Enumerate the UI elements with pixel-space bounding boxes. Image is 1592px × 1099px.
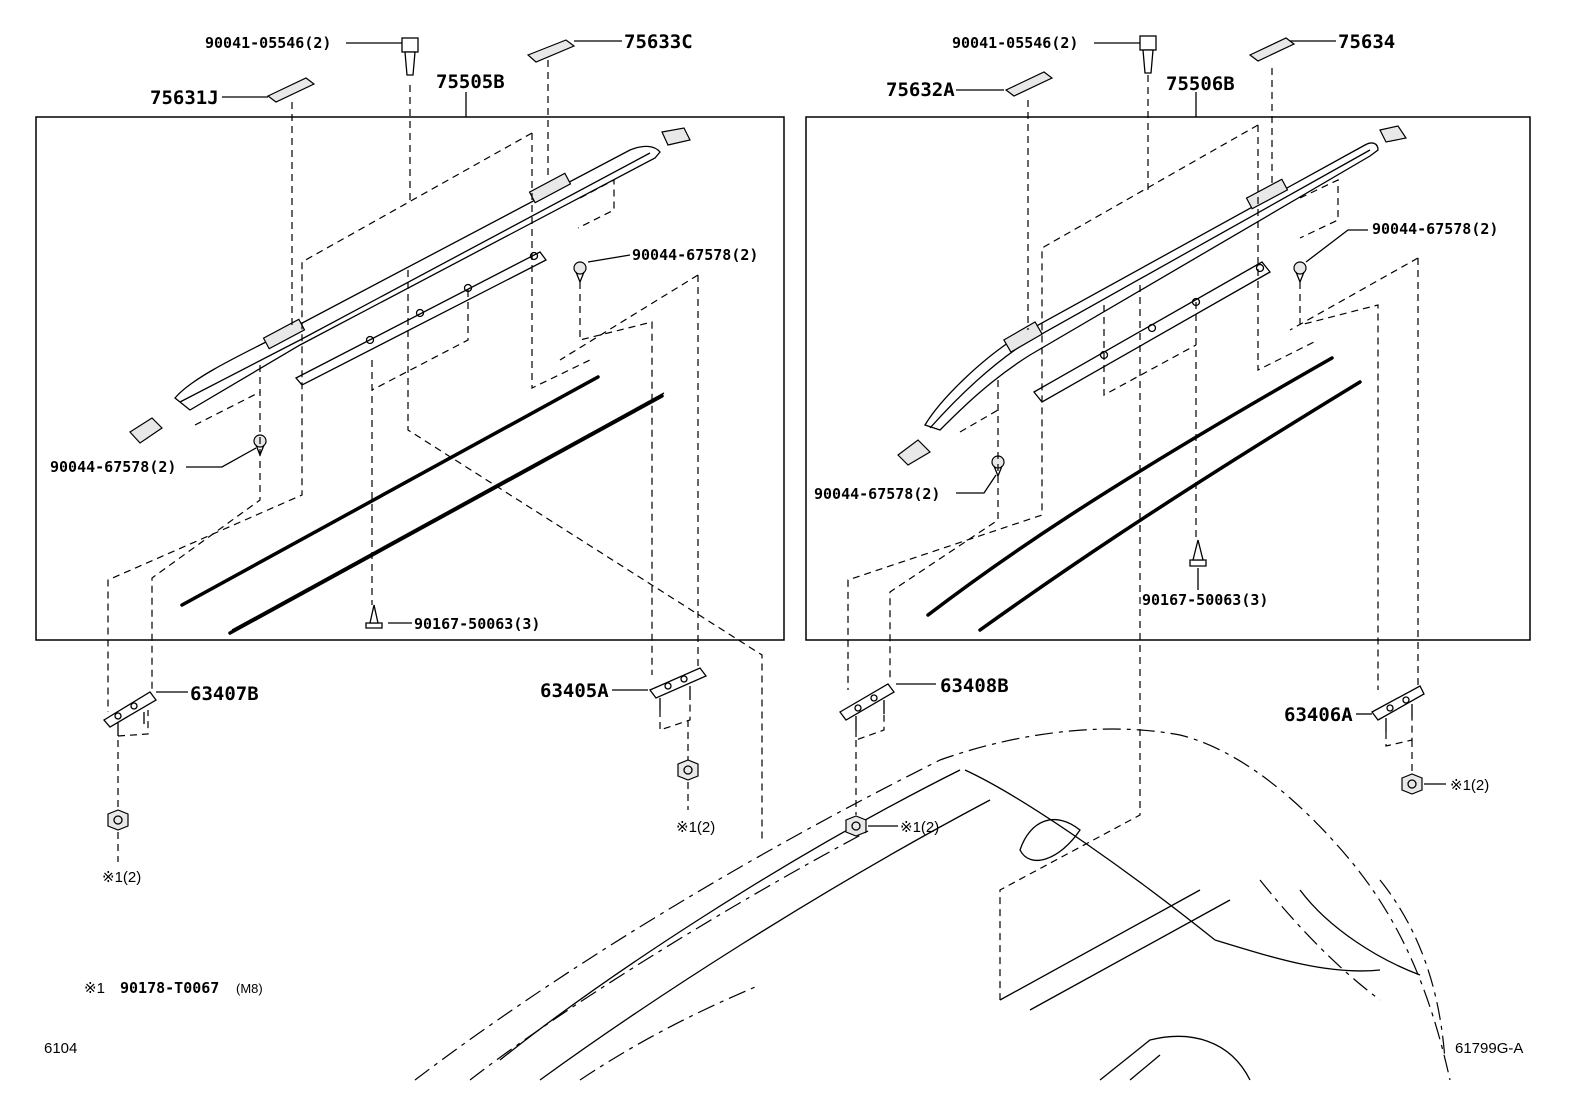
right-screw: [1189, 539, 1207, 567]
label-63408B: 63408B: [940, 675, 1009, 697]
left-rail-cover-front: [266, 77, 316, 103]
label-75633C: 75633C: [624, 31, 693, 53]
right-rail-end-cap-rear: [1379, 125, 1407, 143]
nut-left-front: [107, 809, 129, 862]
left-rail-assembly: [35, 40, 785, 840]
right-bolt: [1139, 35, 1157, 74]
label-75631J: 75631J: [150, 87, 219, 109]
vehicle-roof-outline: [414, 728, 1451, 1081]
right-rail-assembly: [805, 40, 1531, 1000]
label-63406A: 63406A: [1284, 704, 1353, 726]
label-clip-right-lower: 90044-67578(2): [814, 485, 940, 503]
footnote-size: (M8): [236, 981, 263, 996]
label-clip-left-lower: 90044-67578(2): [50, 458, 176, 476]
label-63405A: 63405A: [540, 680, 609, 702]
right-rail-cover-rear: [1248, 37, 1296, 62]
left-clip-upper: [573, 261, 587, 284]
left-rail-end-cap-rear: [661, 127, 691, 146]
label-screw-left: 90167-50063(3): [414, 615, 540, 633]
label-nut-right-front: ※1(2): [900, 819, 939, 836]
bracket-63405A: [612, 667, 708, 760]
footnote-mark: ※1: [84, 980, 105, 997]
diagram-code: 61799G-A: [1455, 1040, 1523, 1057]
right-rail-cover-front: [1004, 71, 1054, 97]
right-roof-rail: [924, 142, 1379, 431]
right-rail-end-cap-front: [897, 439, 931, 466]
left-molding-strip-inner: [228, 394, 664, 635]
right-molding-strip-inner: [978, 380, 1362, 632]
left-rail-base-bracket: [294, 251, 547, 386]
footnote: ※1 90178-T0067 (M8): [84, 979, 263, 997]
nut-right-front: [845, 815, 898, 837]
label-75506B: 75506B: [1166, 73, 1235, 95]
label-nut-left-front: ※1(2): [102, 869, 141, 886]
nut-left-rear: [677, 759, 699, 810]
footnote-part: 90178-T0067: [120, 979, 219, 997]
label-nut-left-rear: ※1(2): [676, 819, 715, 836]
bracket-63406A: [1356, 685, 1425, 775]
bracket-63407B: [103, 691, 188, 812]
label-bolt-right: 90041-05546(2): [952, 34, 1078, 52]
right-assembly-frame: [805, 116, 1531, 641]
label-clip-right-upper: 90044-67578(2): [1372, 220, 1498, 238]
left-bolt: [401, 37, 419, 76]
label-75505B: 75505B: [436, 71, 505, 93]
page-code: 6104: [44, 1040, 77, 1057]
left-rail-end-cap-front: [129, 417, 163, 444]
left-screw: [365, 604, 383, 629]
label-75632A: 75632A: [886, 79, 955, 101]
nut-right-rear: [1401, 773, 1446, 795]
label-nut-right-rear: ※1(2): [1450, 777, 1489, 794]
left-assembly-frame: [35, 116, 785, 641]
label-63407B: 63407B: [190, 683, 259, 705]
left-molding-strip-outer: [180, 375, 600, 607]
right-molding-strip-outer: [926, 356, 1334, 617]
left-rail-cover-rear: [526, 39, 576, 63]
label-75634: 75634: [1338, 31, 1395, 53]
label-clip-left-upper: 90044-67578(2): [632, 246, 758, 264]
label-screw-right: 90167-50063(3): [1142, 591, 1268, 609]
bracket-63408B: [839, 683, 936, 815]
right-clip-upper: [1293, 261, 1307, 284]
label-bolt-left: 90041-05546(2): [205, 34, 331, 52]
